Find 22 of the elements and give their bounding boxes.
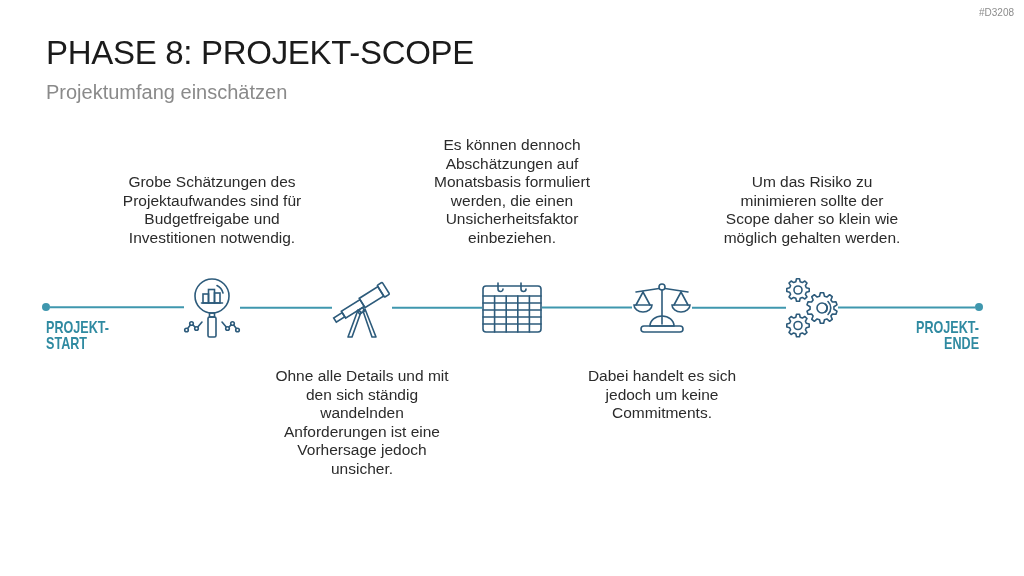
description-text: Um das Risiko zu minimieren sollte der Scope daher so klein wie möglich gehalten werden. — [722, 173, 902, 247]
description-text: Ohne alle Details und mit den sich ständig wandelnden Anforderungen ist eine Vorhersage jedoch unsicher. — [274, 367, 450, 478]
template-code: #D3208 — [978, 7, 1014, 18]
connector-line — [691, 306, 787, 309]
balance-scale-icon — [632, 280, 692, 335]
connector-line — [239, 306, 333, 309]
connector-line — [837, 306, 976, 309]
milestone-label: PROJEKT- ENDE — [916, 320, 979, 352]
connector-line — [49, 306, 185, 309]
timeline-dot-icon — [975, 303, 983, 311]
description-text: Es können dennoch Abschätzungen auf Monatsbasis formuliert werden, die einen Unsicherheitsfaktor einbeziehen. — [433, 136, 591, 247]
calendar-icon — [482, 282, 542, 333]
description-text: Dabei handelt es sich jedoch um keine Commitments. — [587, 367, 737, 423]
connector-line — [391, 306, 483, 309]
milestone-label: PROJEKT- START — [46, 320, 109, 352]
connector-line — [541, 306, 633, 309]
slide-title: PHASE 8: PROJEKT-SCOPE — [46, 34, 475, 72]
slide-subtitle: Projektumfang einschätzen — [46, 81, 288, 104]
timeline-dot-icon — [42, 303, 50, 311]
magnifier-chart-icon — [184, 277, 240, 338]
description-text: Grobe Schätzungen des Projektaufwandes sind für Budgetfreigabe und Investitionen notwendig. — [121, 173, 303, 247]
gears-icon — [786, 278, 838, 338]
